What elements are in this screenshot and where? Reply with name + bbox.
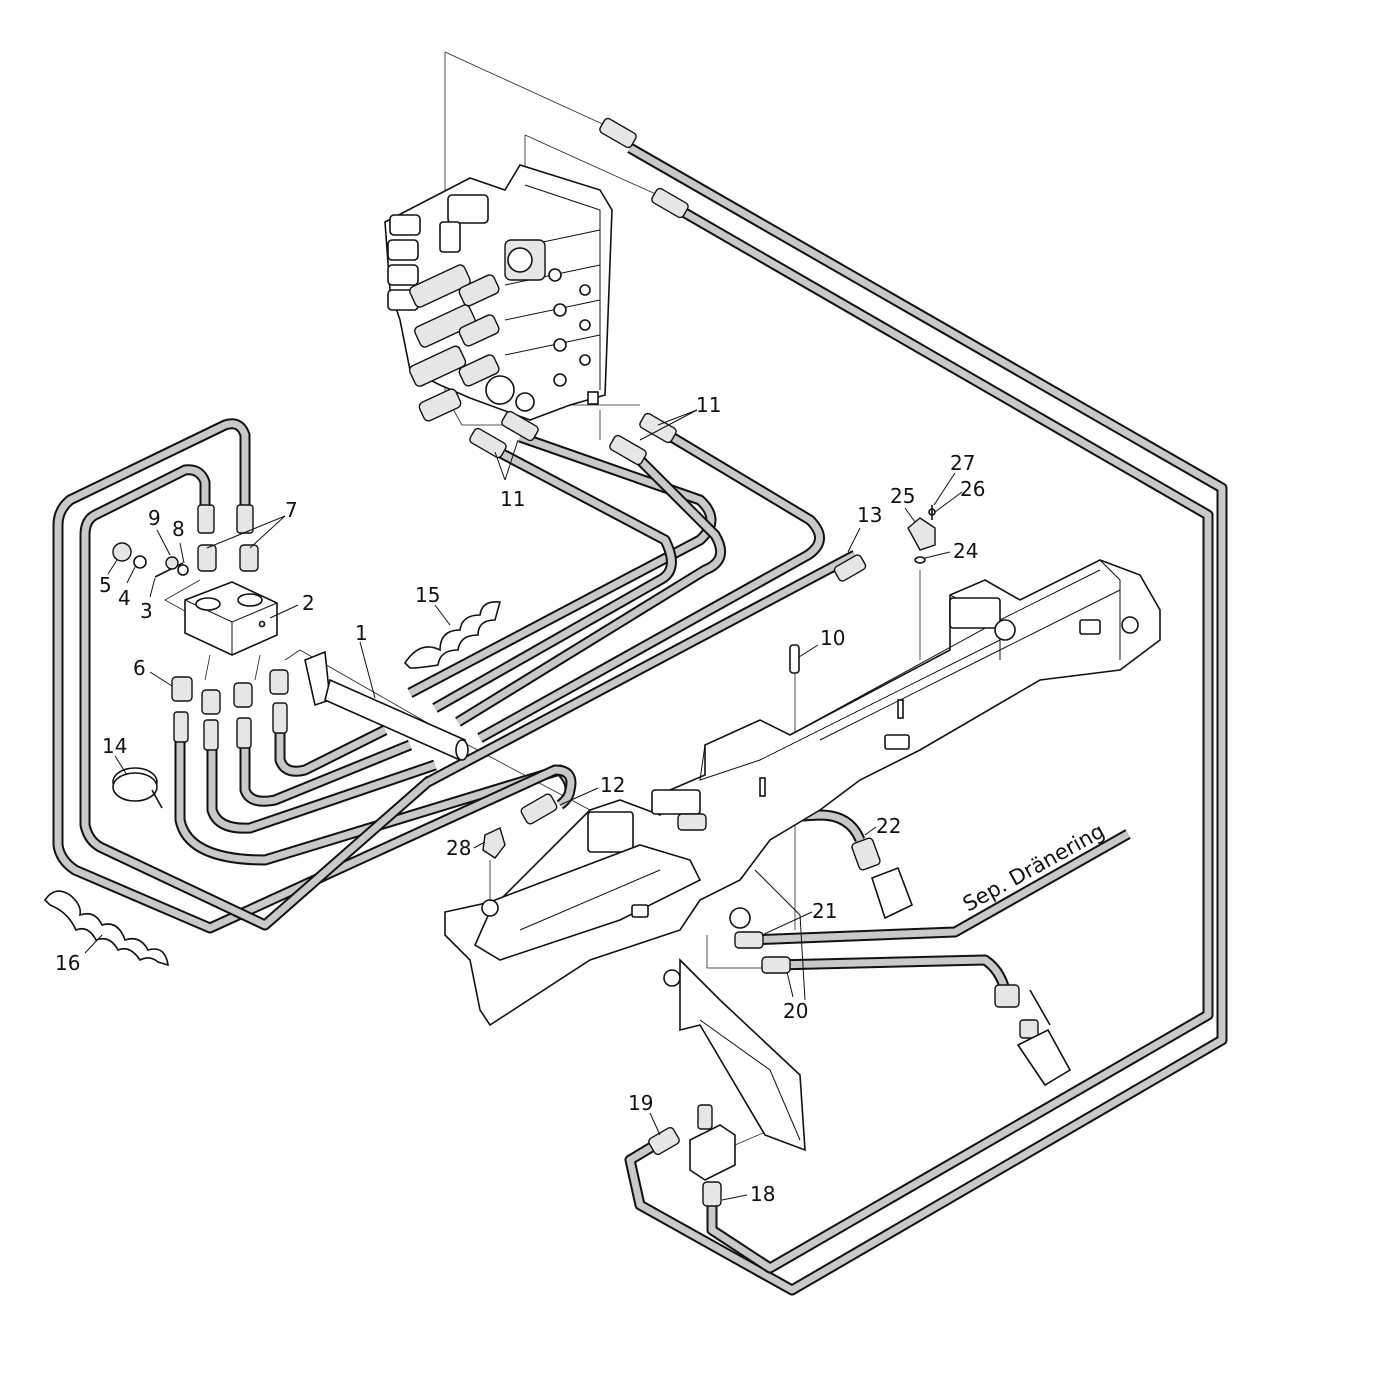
sensor-20: [994, 984, 1072, 1087]
callout-1: 1: [355, 621, 368, 645]
leader-lines: [84, 409, 963, 1201]
callout-26: 26: [960, 477, 985, 501]
callout-3: 3: [140, 599, 153, 623]
fitting-21: [734, 931, 764, 949]
callout-13: 13: [857, 503, 882, 527]
callout-21: 21: [812, 899, 837, 923]
hose-group: [52, 143, 1228, 1296]
callout-10: 10: [820, 626, 845, 650]
callout-11-top: 11: [696, 393, 721, 417]
spiral-guard-15: [403, 600, 502, 669]
fittings-7-6: [171, 504, 289, 751]
spiral-guard-16: [43, 890, 169, 967]
callout-8: 8: [172, 517, 185, 541]
callout-18: 18: [750, 1182, 775, 1206]
callout-24: 24: [953, 539, 978, 563]
callout-14: 14: [102, 734, 127, 758]
pin-10: [789, 644, 800, 674]
callout-19: 19: [628, 1091, 653, 1115]
small-parts-3-9: [112, 542, 189, 578]
callout-6: 6: [133, 656, 146, 680]
callout-12: 12: [600, 773, 625, 797]
callout-labels: 1 2 3 4 5 6 7 8 9 10 11 11 12 13 14 15 1…: [55, 393, 985, 1206]
drain-annotation: Sep. Dränering: [959, 819, 1109, 917]
fitting-13: [833, 554, 867, 582]
callout-5: 5: [99, 573, 112, 597]
callout-28: 28: [446, 836, 471, 860]
callout-11-bottom: 11: [500, 487, 525, 511]
hose-clamp-14: [112, 767, 163, 809]
callout-20: 20: [783, 999, 808, 1023]
callout-25: 25: [890, 484, 915, 508]
fitting-group-24-27: [907, 505, 936, 564]
fitting-22: [677, 813, 707, 831]
callout-27: 27: [950, 451, 975, 475]
callout-2: 2: [302, 591, 315, 615]
callout-9: 9: [148, 506, 161, 530]
callout-15: 15: [415, 583, 440, 607]
tee-block-18-19: [648, 1104, 736, 1207]
callout-16: 16: [55, 951, 80, 975]
boom-frame: [444, 559, 1161, 1152]
fitting-12: [520, 793, 558, 825]
support-tube-1: [304, 650, 469, 762]
elbow-28: [482, 827, 506, 859]
sensor-22: [851, 837, 914, 920]
fitting-20: [761, 956, 791, 974]
control-valve-assembly: [384, 164, 613, 422]
connection-block: [184, 581, 278, 656]
callout-7: 7: [285, 498, 298, 522]
callout-4: 4: [118, 586, 131, 610]
callout-22: 22: [876, 814, 901, 838]
hose-fittings-11: [469, 117, 689, 466]
